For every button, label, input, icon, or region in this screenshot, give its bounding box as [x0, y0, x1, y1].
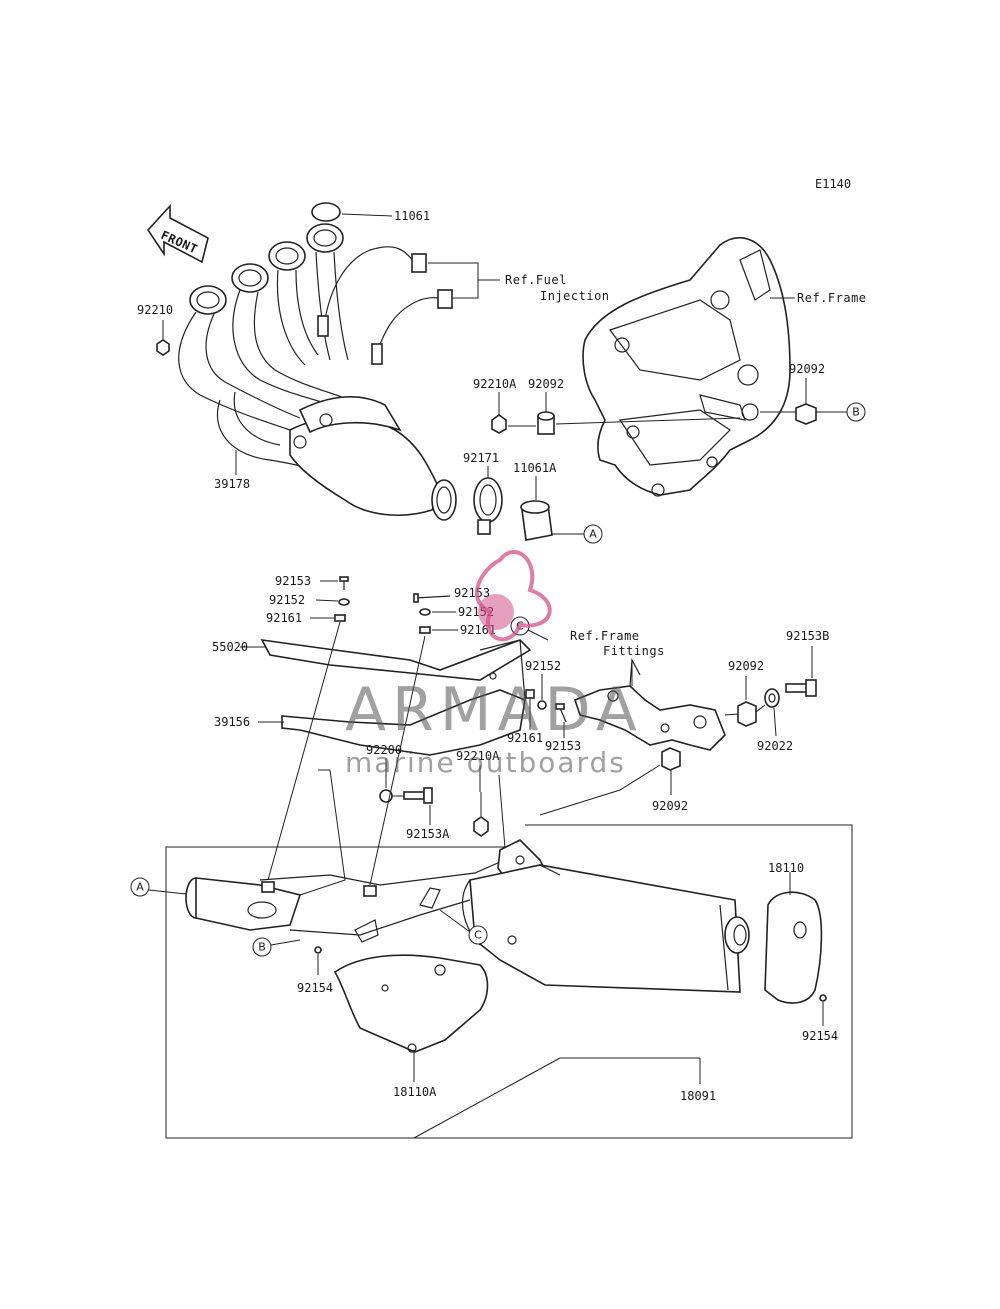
callout-c-low-text: C [474, 929, 482, 942]
collar-92092-right [795, 403, 817, 425]
heat-shield-39156 [281, 639, 526, 756]
label-92092-right: 92092 [789, 362, 825, 376]
collar-92092-low [661, 747, 681, 771]
label-18110: 18110 [768, 861, 804, 875]
callout-a-top-text: A [589, 528, 597, 541]
label-39178: 39178 [214, 477, 250, 491]
label-92210A-mid: 92210A [456, 749, 500, 763]
washer-92022 [764, 688, 780, 708]
screw-92154-right [819, 994, 827, 1002]
collar-92092-top [537, 411, 555, 435]
label-92154-left: 92154 [297, 981, 333, 995]
bolt-92153A [403, 787, 433, 804]
muffler-18091 [185, 839, 750, 993]
collar-92092-mid [737, 701, 757, 727]
watermark-dot-icon [478, 594, 514, 630]
label-92022: 92022 [757, 739, 793, 753]
washer-92152-center [537, 700, 547, 710]
watermark: ARMADA marine outboards [345, 550, 643, 779]
clamp-92171 [473, 477, 503, 535]
washer-92152-left [338, 598, 350, 606]
ref-frame-fittings-line2: Fittings [603, 644, 665, 658]
watermark-title: ARMADA [345, 675, 643, 745]
grommet-92161-left [334, 614, 346, 622]
label-92092-mid: 92092 [728, 659, 764, 673]
frame-ref [582, 236, 791, 497]
callout-a-low [130, 877, 150, 897]
callout-b-low [252, 937, 272, 957]
screw-92154-left [314, 946, 322, 954]
label-92210A-top: 92210A [473, 377, 517, 391]
bolt-92153B [785, 679, 817, 697]
washer-92152-mid [419, 608, 431, 616]
label-92200: 92200 [366, 743, 402, 757]
label-92161-left: 92161 [266, 611, 302, 625]
nut-92210 [156, 339, 170, 356]
ref-frame-fittings-line1: Ref.Frame [570, 629, 640, 643]
label-92152-center: 92152 [525, 659, 561, 673]
callout-b-top-text: B [852, 406, 860, 419]
label-92152-left: 92152 [269, 593, 305, 607]
label-92153-mid: 92153 [454, 586, 490, 600]
label-39156: 39156 [214, 715, 250, 729]
label-18110A: 18110A [393, 1085, 437, 1099]
end-cap-18110 [764, 891, 823, 1004]
callout-c-low [468, 925, 488, 945]
nut-92210A-top [491, 414, 507, 434]
nut-92210A-mid [473, 816, 489, 837]
o-ring-11061 [311, 202, 341, 222]
gasket-11061A [520, 500, 553, 541]
bolt-92153-left [339, 576, 349, 590]
watermark-subtitle: marine outboards [345, 746, 626, 779]
ref-fuel-injection-line2: Injection [540, 289, 610, 303]
label-92161-center: 92161 [507, 731, 543, 745]
label-11061A: 11061A [513, 461, 557, 475]
label-92092-low: 92092 [652, 799, 688, 813]
label-11061: 11061 [394, 209, 430, 223]
heat-shield-18110A [333, 954, 489, 1053]
callout-a-low-text: A [136, 881, 144, 894]
frame-fittings-bracket [574, 657, 726, 751]
diagram-code: E1140 [815, 177, 851, 191]
exhaust-header-39178 [178, 223, 457, 521]
label-92210: 92210 [137, 303, 173, 317]
label-92171: 92171 [463, 451, 499, 465]
label-92153B: 92153B [786, 629, 829, 643]
watermark-logo-icon [474, 550, 552, 642]
callout-a-top [583, 524, 603, 544]
ref-frame: Ref.Frame [797, 291, 867, 305]
label-92153A: 92153A [406, 827, 450, 841]
ref-fuel-injection-line1: Ref.Fuel [505, 273, 567, 287]
label-55020: 55020 [212, 640, 248, 654]
label-92153-left: 92153 [275, 574, 311, 588]
label-18091: 18091 [680, 1089, 716, 1103]
label-92092-top: 92092 [528, 377, 564, 391]
front-arrow-icon: FRONT [146, 203, 209, 264]
label-92153-center: 92153 [545, 739, 581, 753]
label-92154-right: 92154 [802, 1029, 838, 1043]
bolt-92153-center [555, 703, 567, 723]
callout-b-low-text: B [258, 941, 266, 954]
callout-b-top [846, 402, 866, 422]
bolt-92153-mid [413, 593, 451, 603]
bracket-55020 [260, 638, 532, 681]
grommet-92161-mid [419, 626, 431, 634]
